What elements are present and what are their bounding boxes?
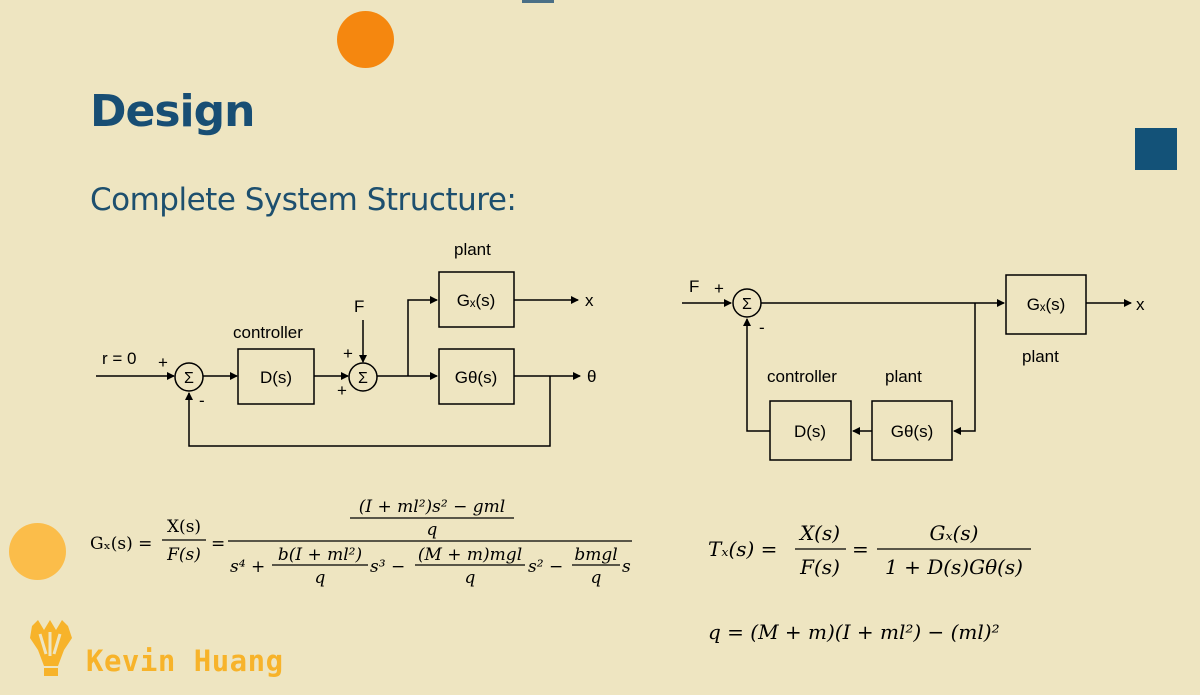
gx-equals: = (211, 534, 225, 554)
yellow-dot (9, 523, 66, 580)
controller-block-right-text: D(s) (794, 422, 826, 441)
plant-label-left: plant (454, 240, 491, 259)
sum2-plus-top: + (343, 344, 353, 363)
controller-label: controller (233, 323, 303, 342)
gx-den-s3: s³ − (370, 557, 405, 577)
gtheta-block-text: Gθ(s) (455, 368, 498, 387)
right-block-diagram (682, 274, 1132, 461)
gtheta-block-right-text: Gθ(s) (891, 422, 934, 441)
sum-right-plus: + (714, 279, 724, 298)
page-title: Design (90, 86, 255, 137)
sum-right-symbol: Σ (742, 296, 752, 313)
tx-ratio-den: F(s) (799, 555, 840, 579)
sum1-minus: - (199, 391, 205, 410)
tx-num: Gₓ(s) (930, 521, 979, 545)
output-theta-label: θ (587, 367, 596, 386)
gx-block-right (1005, 274, 1087, 335)
gx-den-frac1-den: q (315, 568, 326, 588)
sum1-plus: + (158, 353, 168, 372)
brand-name: Kevin Huang (86, 644, 284, 678)
gx-den-frac3-num: bmgl (574, 545, 617, 565)
left-block-diagram (96, 271, 581, 447)
feedback-path-right (743, 318, 770, 432)
tx-equation: Tₓ(s) = X(s) F(s) = Gₓ(s) 1 + D(s)Gθ(s) (708, 521, 1031, 579)
sum-right-minus: - (759, 318, 765, 337)
tx-equals: = (852, 537, 869, 561)
disturbance-label: F (354, 297, 364, 316)
left-diagram-labels: r = 0 + - Σ controller D(s) F + + Σ plan… (102, 240, 596, 410)
gx-num-num: (I + ml²)s² − gml (359, 497, 505, 517)
plant-label-right-bottom: plant (885, 367, 922, 386)
summing-junction-2 (348, 362, 378, 392)
gx-den-frac2-den: q (465, 568, 476, 588)
page-subtitle: Complete System Structure: (90, 182, 517, 218)
gx-equation: Gₓ(s) = X(s) F(s) = (I + ml²)s² − gml q … (90, 497, 632, 588)
sum2-plus-bottom: + (337, 381, 347, 400)
top-bar (522, 0, 554, 3)
input-label: r = 0 (102, 349, 137, 368)
gx-den-s2: s² − (528, 557, 563, 577)
tx-lhs: Tₓ(s) = (708, 537, 777, 561)
controller-block-text: D(s) (260, 368, 292, 387)
gx-den-frac3-den: q (591, 568, 602, 588)
orange-dot (337, 11, 394, 68)
plant-label-right-top: plant (1022, 347, 1059, 366)
output-x-label: x (585, 291, 594, 310)
controller-label-right: controller (767, 367, 837, 386)
gx-ratio-num: X(s) (167, 517, 201, 537)
gx-den-frac2-num: (M + m)mgl (418, 545, 522, 565)
gx-num-den: q (427, 520, 438, 540)
gx-den-s: s (622, 557, 631, 577)
blue-square (1135, 128, 1177, 170)
input-f-label: F (689, 277, 699, 296)
summing-junction-1 (174, 362, 204, 392)
q-equation: q = (M + m)(I + ml²) − (ml)² (708, 620, 1000, 644)
brand-logo-icon (30, 620, 72, 676)
sum1-symbol: Σ (184, 370, 194, 387)
right-diagram-labels: F + - Σ Gₓ(s) x plant controller plant D… (689, 277, 1145, 441)
gx-den-frac1-num: b(I + ml²) (278, 545, 362, 565)
feedback-path-left (185, 376, 551, 447)
gx-den-s4: s⁴ + (230, 557, 265, 577)
branch-to-gx (407, 296, 438, 376)
gx-lhs: Gₓ(s) = (90, 534, 152, 554)
tx-den: 1 + D(s)Gθ(s) (885, 555, 1023, 579)
tx-ratio-num: X(s) (798, 521, 840, 545)
branch-to-gtheta-right (953, 303, 976, 435)
sum2-symbol: Σ (358, 370, 368, 387)
q-definition: q = (M + m)(I + ml²) − (ml)² (708, 620, 1000, 644)
gx-block-text: Gₓ(s) (457, 291, 496, 310)
output-x-label-right: x (1136, 295, 1145, 314)
gx-block-right-text: Gₓ(s) (1027, 295, 1066, 314)
gx-ratio-den: F(s) (166, 545, 201, 565)
